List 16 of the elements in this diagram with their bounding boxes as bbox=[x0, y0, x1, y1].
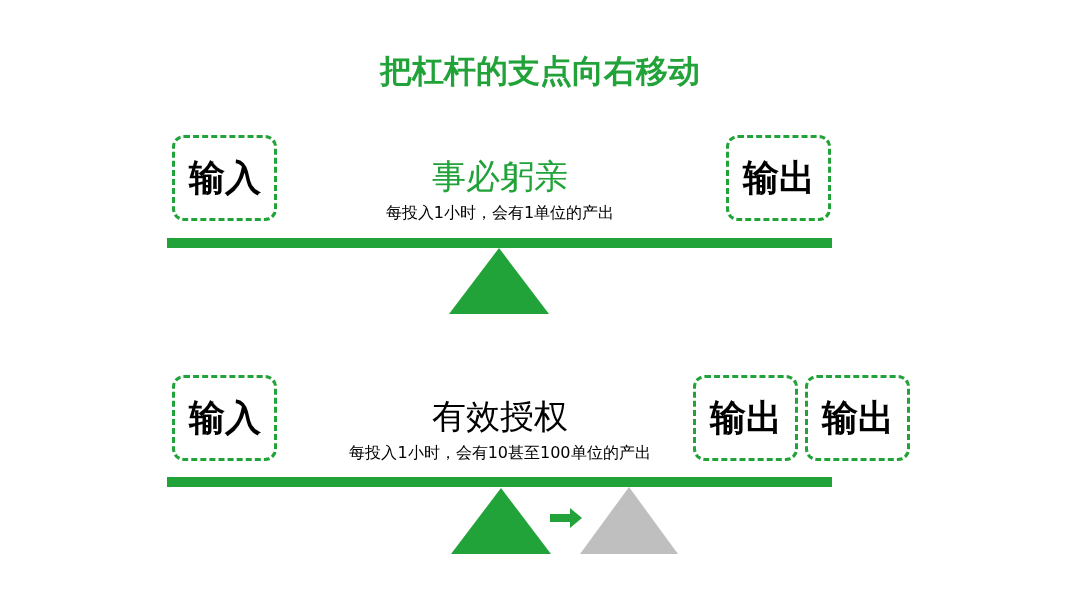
box-label: 输入 bbox=[188, 155, 261, 200]
arrow bbox=[550, 508, 582, 528]
dashed-box bbox=[693, 375, 798, 461]
title: 把杠杆的支点向右移动 bbox=[378, 51, 701, 92]
box-label: 输出 bbox=[742, 155, 815, 200]
heading: 事必躬亲 bbox=[432, 156, 568, 196]
box-label: 输入 bbox=[188, 395, 261, 440]
dashed-box bbox=[726, 135, 831, 221]
dashed-box bbox=[172, 375, 277, 461]
caption-text: 每投入1小时，会有1单位的产出 bbox=[385, 203, 615, 222]
dashed-box bbox=[172, 135, 277, 221]
caption-text: 每投入1小时，会有10甚至100单位的产出 bbox=[349, 443, 651, 462]
box-label: 输出 bbox=[709, 395, 782, 440]
box-label: 输出 bbox=[821, 395, 894, 440]
dashed-box bbox=[805, 375, 910, 461]
heading: 有效授权 bbox=[432, 396, 568, 436]
